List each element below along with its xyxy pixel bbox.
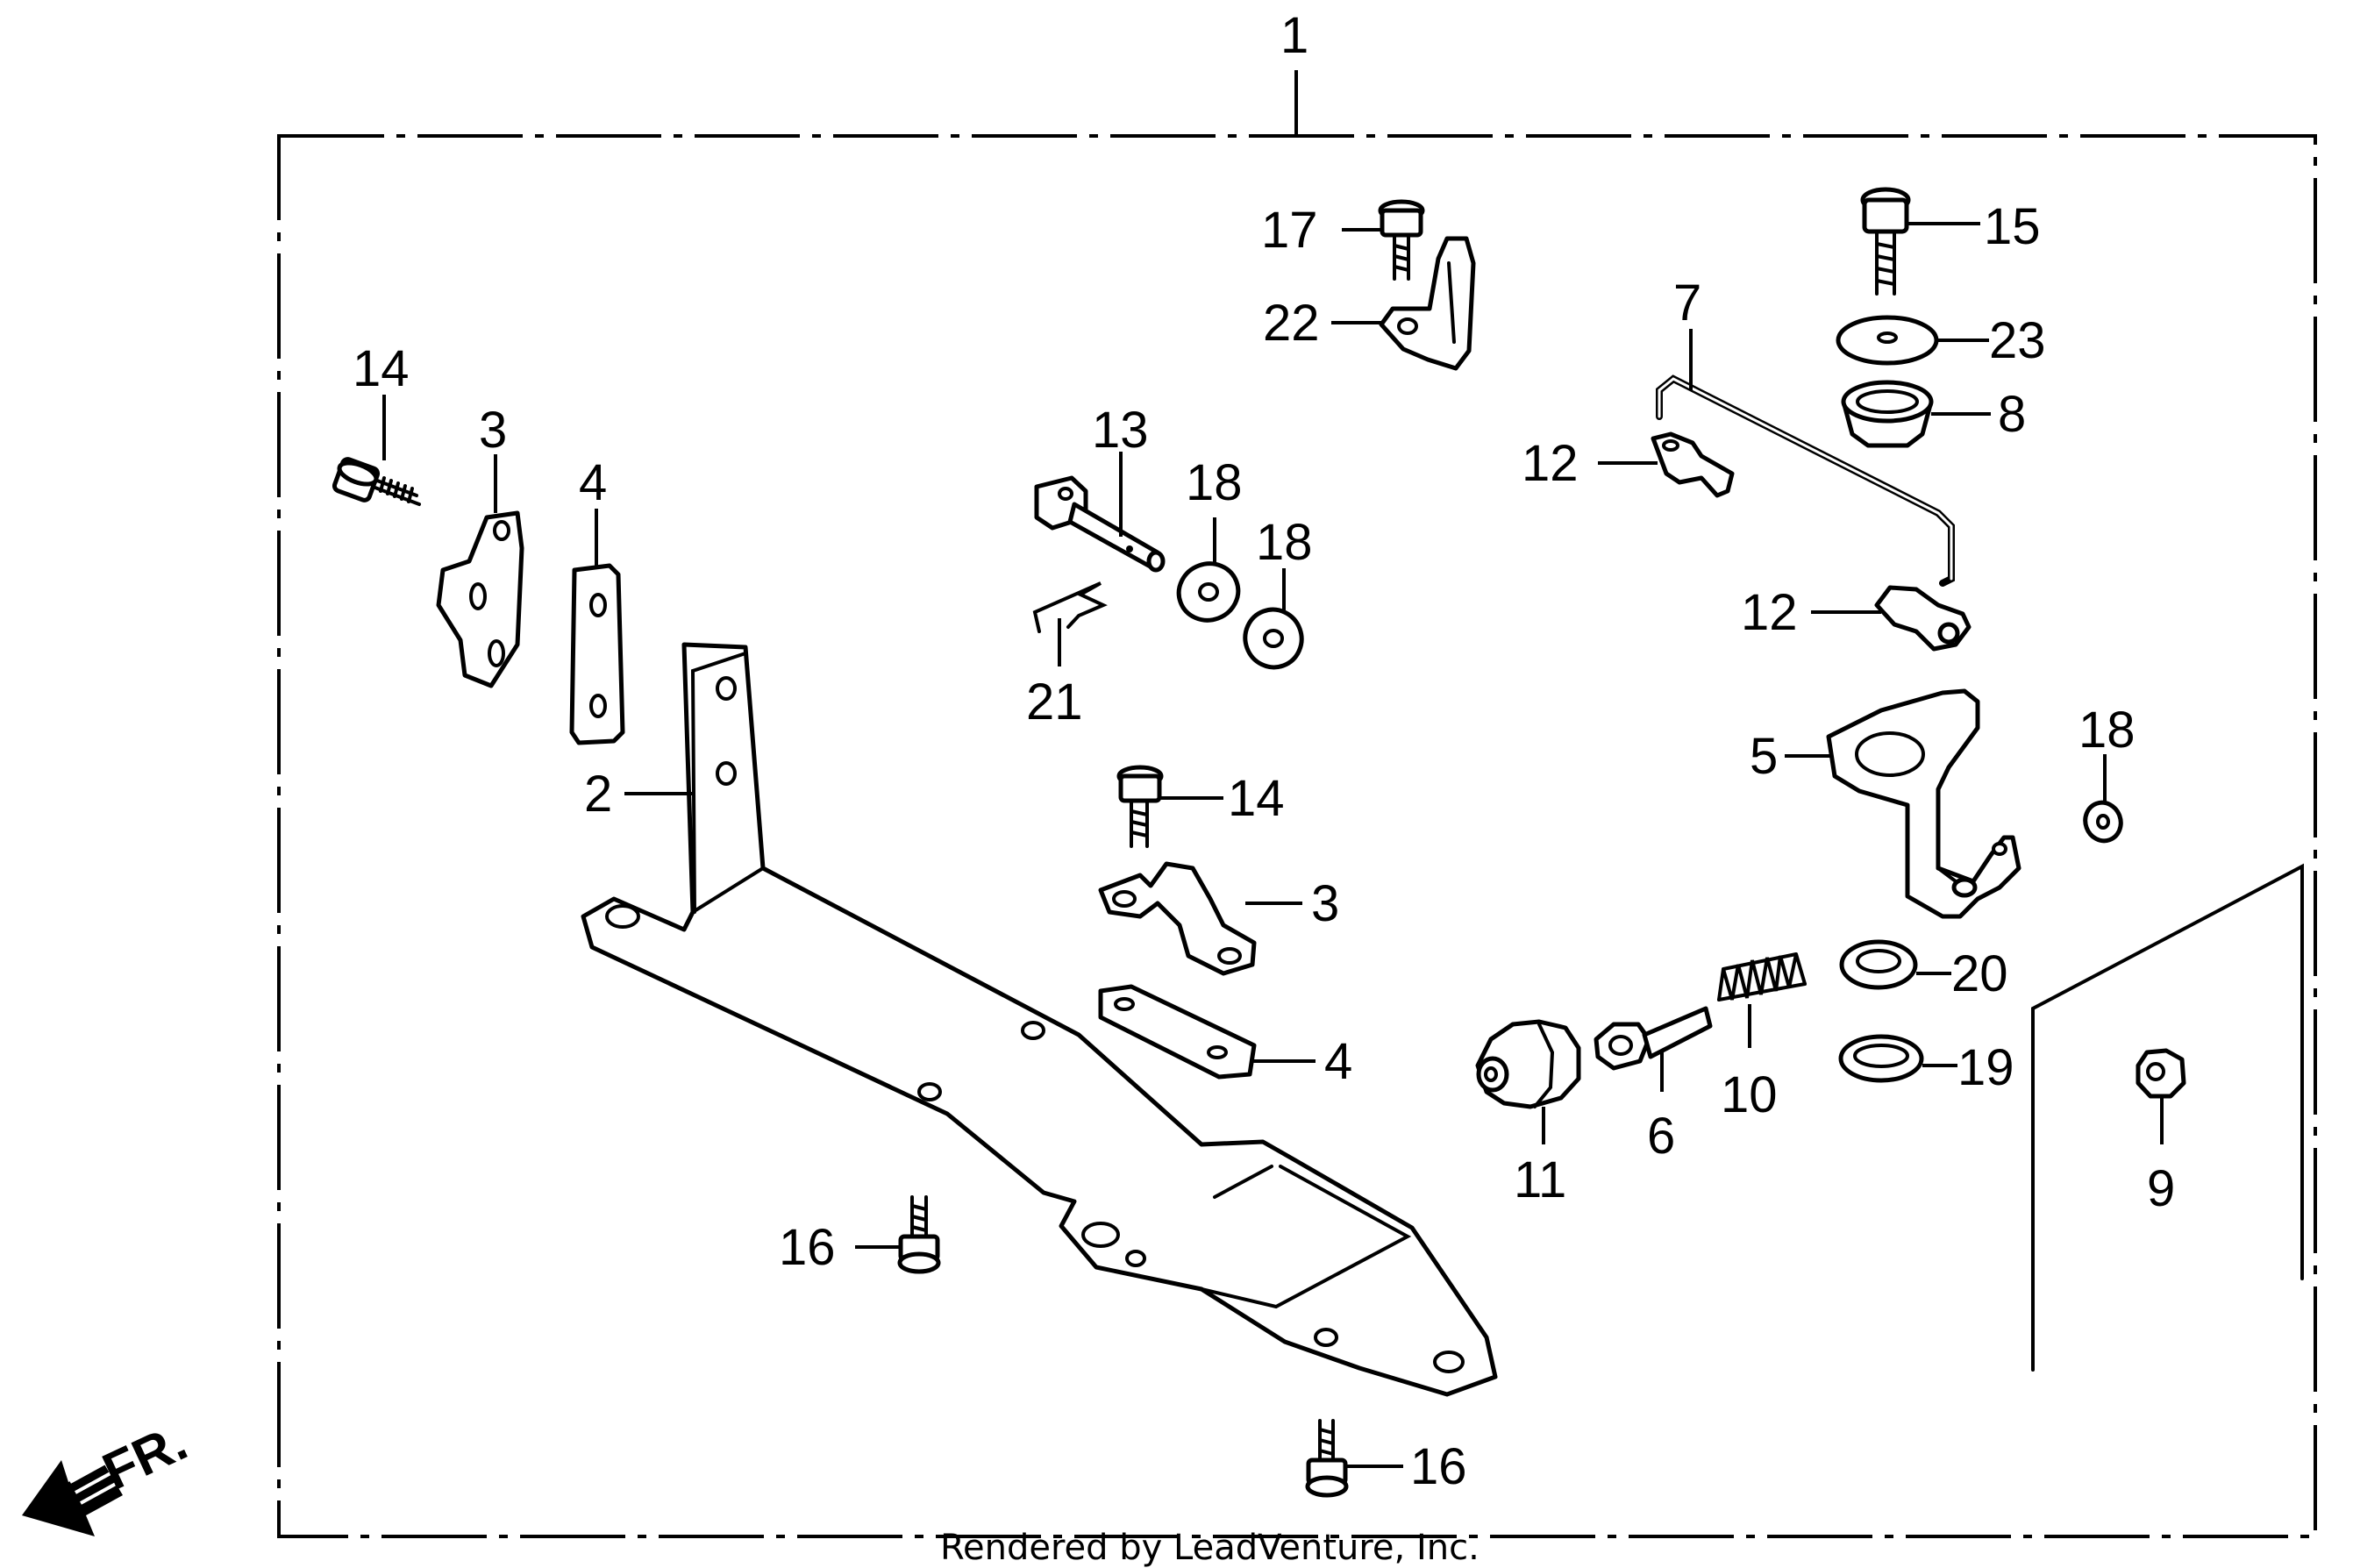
callout-15: 15: [1984, 198, 2041, 255]
callout-4a: 4: [579, 454, 607, 511]
callout-3a: 3: [479, 402, 507, 459]
callout-9: 9: [2147, 1160, 2175, 1217]
callout-14b: 14: [1228, 770, 1285, 827]
part-18-washer-c: [2083, 800, 2123, 844]
part-2-main-plate: [581, 642, 1498, 1397]
part-13-pin: [1034, 475, 1166, 573]
callout-3b: 3: [1311, 875, 1339, 932]
callout-10: 10: [1721, 1066, 1778, 1123]
part-18-washer-b: [1243, 607, 1304, 670]
callout-18b: 18: [1256, 514, 1313, 571]
front-direction-arrow-icon: [22, 1460, 123, 1536]
callout-17: 17: [1261, 202, 1318, 259]
callout-22: 22: [1263, 295, 1320, 352]
part-12-clip-upper: [1651, 431, 1735, 498]
callout-13: 13: [1092, 402, 1149, 459]
part-21-clip: [1032, 581, 1108, 633]
part-19-o-ring: [1838, 1034, 1924, 1083]
part-14-bolt-center: [1116, 765, 1164, 848]
callout-18c: 18: [2078, 702, 2136, 759]
part-3-clamp-center: [1098, 861, 1257, 976]
part-23-washer: [1836, 315, 1939, 366]
part-16-bolt-bottom: [1305, 1419, 1349, 1498]
part-17-bolt: [1378, 199, 1425, 281]
callout-23: 23: [1989, 312, 2046, 369]
callout-8: 8: [1998, 386, 2026, 443]
callout-2: 2: [584, 766, 612, 823]
part-4-strap-center: [1098, 984, 1257, 1080]
part-3-clamp-left: [436, 510, 524, 688]
part-4-strap-left: [569, 563, 625, 745]
callout-6: 6: [1647, 1108, 1675, 1165]
callout-5: 5: [1750, 728, 1778, 785]
callout-19: 19: [1957, 1039, 2014, 1096]
part-9-nut: [2136, 1048, 2186, 1099]
panel-edge: [2031, 863, 2304, 1372]
callout-16a: 16: [779, 1219, 836, 1276]
part-11-damper: [1475, 1019, 1581, 1109]
part-10-spring: [1717, 952, 1807, 1001]
callout-11: 11: [1514, 1151, 1566, 1208]
part-22-slotted-bracket: [1379, 236, 1476, 371]
callout-4b: 4: [1324, 1033, 1352, 1090]
part-12-clip-lower: [1874, 585, 1972, 652]
callout-21: 21: [1026, 674, 1083, 731]
part-6-bolt: [1594, 1006, 1713, 1071]
callout-12b: 12: [1741, 584, 1798, 641]
callout-16b: 16: [1410, 1438, 1467, 1495]
callout-1: 1: [1280, 7, 1308, 64]
part-14-bolt-left: [332, 457, 421, 506]
part-16-bolt-left: [897, 1195, 941, 1274]
part-15-bolt: [1860, 187, 1911, 296]
part-7-rod: [1656, 374, 1955, 587]
part-18-washer-a: [1176, 561, 1241, 623]
callout-20: 20: [1951, 945, 2008, 1002]
part-8-grommet: [1841, 380, 1934, 448]
callout-7: 7: [1673, 274, 1701, 331]
part-5-bracket: [1826, 688, 2021, 919]
credit-text: Rendered by LeadVenture, Inc.: [940, 1528, 1480, 1568]
callout-14a: 14: [353, 340, 410, 397]
part-20-spacer: [1839, 939, 1918, 990]
callout-18a: 18: [1186, 454, 1243, 511]
callout-12a: 12: [1522, 435, 1579, 492]
